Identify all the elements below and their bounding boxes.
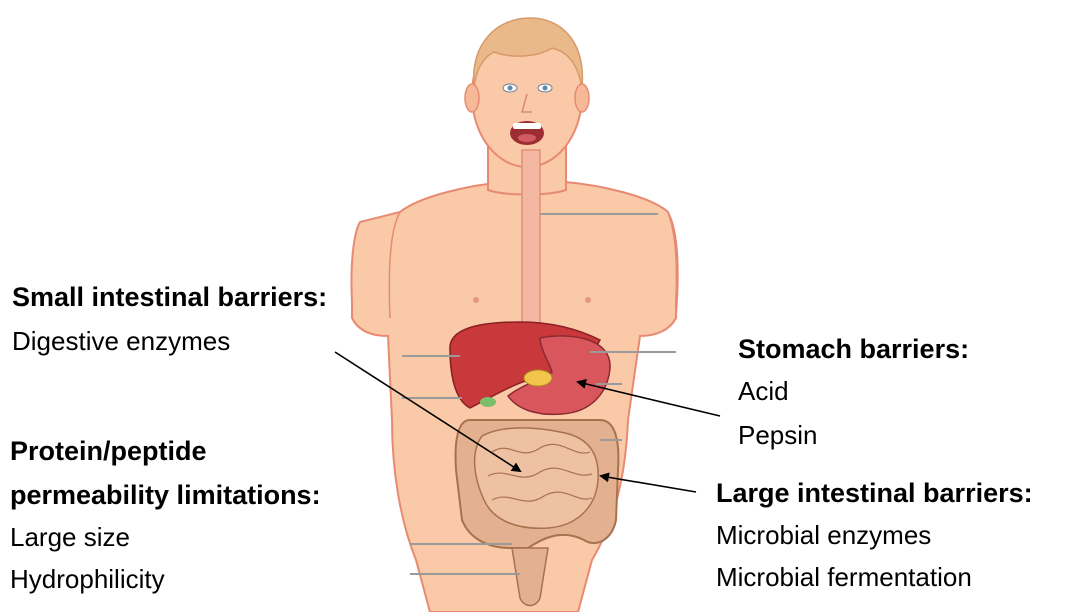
permeability-heading-line2: permeability limitations: bbox=[10, 480, 321, 511]
small-intestine bbox=[475, 428, 599, 528]
stomach-item-acid: Acid bbox=[738, 376, 789, 407]
small-intestine-heading: Small intestinal barriers: bbox=[12, 282, 327, 313]
stomach-heading: Stomach barriers: bbox=[738, 334, 969, 365]
permeability-item-hydrophilicity: Hydrophilicity bbox=[10, 564, 165, 595]
left-ear bbox=[465, 84, 479, 112]
permeability-heading-line1: Protein/peptide bbox=[10, 436, 207, 467]
large-intestine-item-fermentation: Microbial fermentation bbox=[716, 562, 972, 593]
right-ear bbox=[575, 84, 589, 112]
gallbladder bbox=[524, 370, 552, 386]
large-intestine-heading: Large intestinal barriers: bbox=[716, 478, 1033, 509]
esophagus bbox=[522, 150, 540, 338]
small-intestine-item: Digestive enzymes bbox=[12, 326, 230, 357]
permeability-item-size: Large size bbox=[10, 522, 130, 553]
human-body-illustration bbox=[351, 18, 677, 612]
stomach-item-pepsin: Pepsin bbox=[738, 420, 818, 451]
large-intestine-item-enzymes: Microbial enzymes bbox=[716, 520, 931, 551]
